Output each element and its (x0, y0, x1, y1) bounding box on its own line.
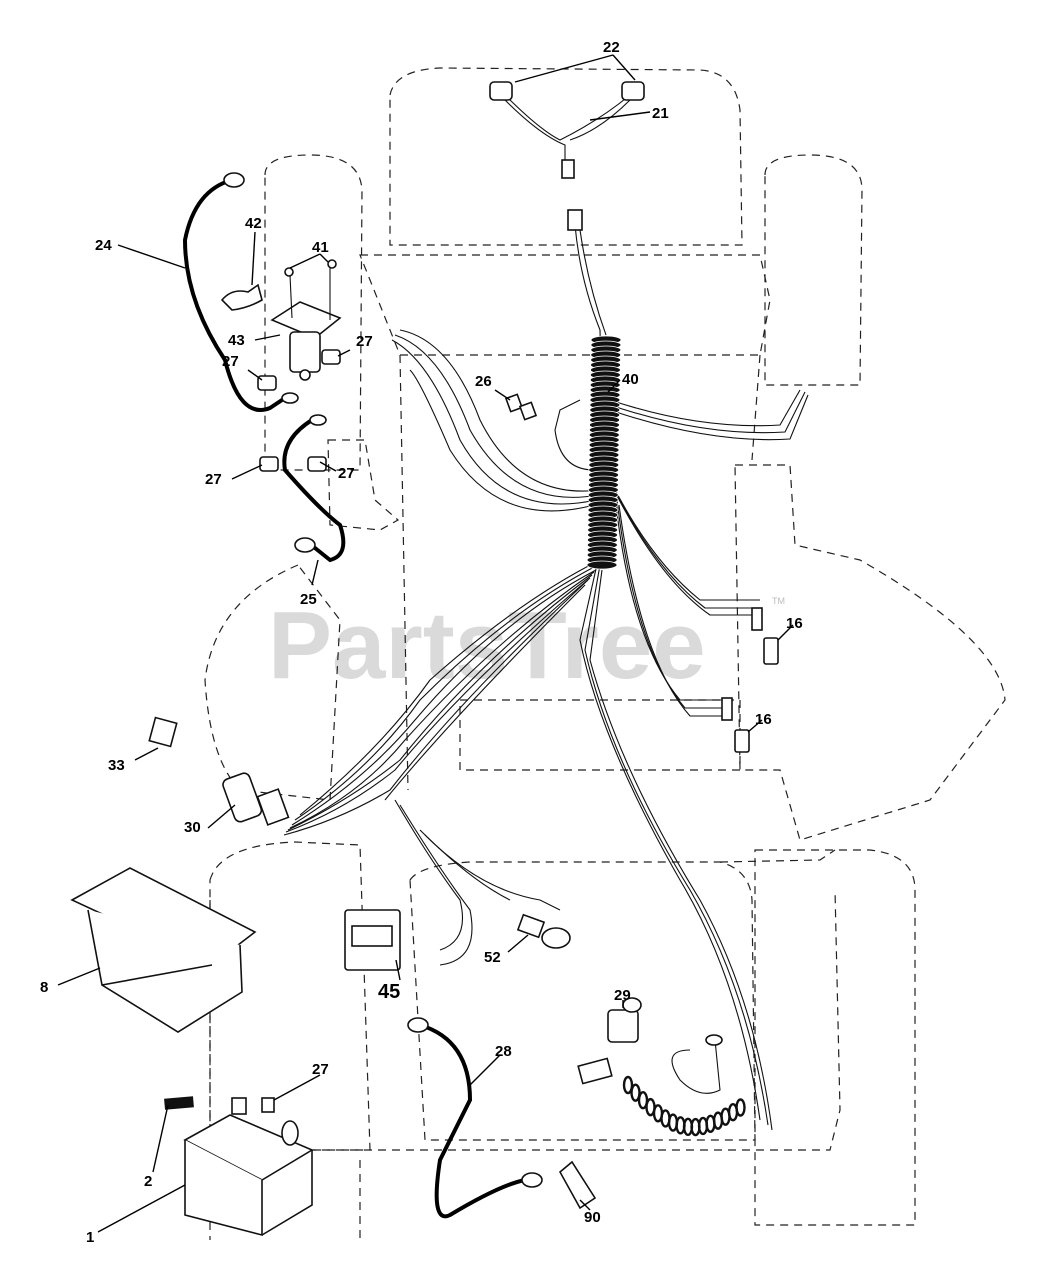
callout-27-solenoid: 27 (356, 333, 373, 350)
cable-28-terminal-bottom (521, 1172, 543, 1188)
callout-42: 42 (245, 215, 262, 232)
coil-loop (735, 1098, 746, 1117)
callout-labels: 22 21 24 42 41 43 27 27 27 27 25 26 40 1… (40, 39, 803, 1246)
bolt-2 (164, 1096, 194, 1110)
callout-16-upper: 16 (786, 615, 803, 632)
callout-90: 90 (584, 1209, 601, 1226)
seat-switch-coil (622, 1075, 746, 1137)
cable-24-terminal (223, 172, 245, 188)
callout-27-battery: 27 (312, 1061, 329, 1078)
headlight-assembly (489, 81, 645, 231)
coil-loop (637, 1091, 649, 1110)
fuse-33 (148, 716, 178, 748)
battery (183, 1097, 314, 1237)
callout-43: 43 (228, 332, 245, 349)
callout-27-left: 27 (222, 353, 239, 370)
callout-25: 25 (300, 591, 317, 608)
ignition-switch (222, 772, 290, 826)
connector-plug-upper (751, 607, 763, 631)
nut-27 (261, 1097, 275, 1113)
coil-loop (630, 1083, 641, 1102)
callout-29: 29 (614, 987, 631, 1004)
callout-1: 1 (86, 1229, 94, 1246)
callout-26: 26 (475, 373, 492, 390)
main-harness (283, 224, 809, 1131)
callout-33: 33 (108, 757, 125, 774)
cable-24 (182, 178, 284, 412)
cable-28-terminal-top (407, 1017, 429, 1033)
cable-25-terminal (294, 537, 316, 553)
callout-27-lower-right: 27 (338, 465, 355, 482)
callout-28: 28 (495, 1043, 512, 1060)
callout-24: 24 (95, 237, 112, 254)
callout-45: 45 (378, 981, 400, 1003)
boot-42 (220, 283, 263, 311)
conduit-ring (586, 560, 618, 570)
cable-25 (282, 418, 346, 563)
boot-90 (558, 1160, 597, 1210)
callout-21: 21 (652, 105, 669, 122)
callout-40: 40 (622, 371, 639, 388)
callout-30: 30 (184, 819, 201, 836)
callout-8: 8 (40, 979, 48, 996)
bulb-socket (516, 913, 571, 949)
watermark-trademark: TM (772, 596, 785, 606)
hour-meter (344, 909, 401, 971)
connector-16-lower (734, 729, 750, 753)
cable-28 (418, 1023, 527, 1219)
leader-lines (57, 54, 794, 1233)
callout-41: 41 (312, 239, 329, 256)
connector-26 (504, 393, 524, 413)
coil-loop (622, 1075, 634, 1095)
callout-16-lower: 16 (755, 711, 772, 728)
conduit-loom (586, 335, 622, 570)
connector-plug-lower (721, 697, 733, 721)
callout-22: 22 (603, 39, 620, 56)
seat-switch (577, 997, 723, 1094)
callout-2: 2 (144, 1173, 152, 1190)
connector-16-upper (763, 637, 779, 665)
callout-52: 52 (484, 949, 501, 966)
callout-27-lower-left: 27 (205, 471, 222, 488)
solenoid-assembly (257, 259, 342, 472)
connector-26-mate (518, 401, 538, 421)
battery-box (70, 867, 257, 1033)
